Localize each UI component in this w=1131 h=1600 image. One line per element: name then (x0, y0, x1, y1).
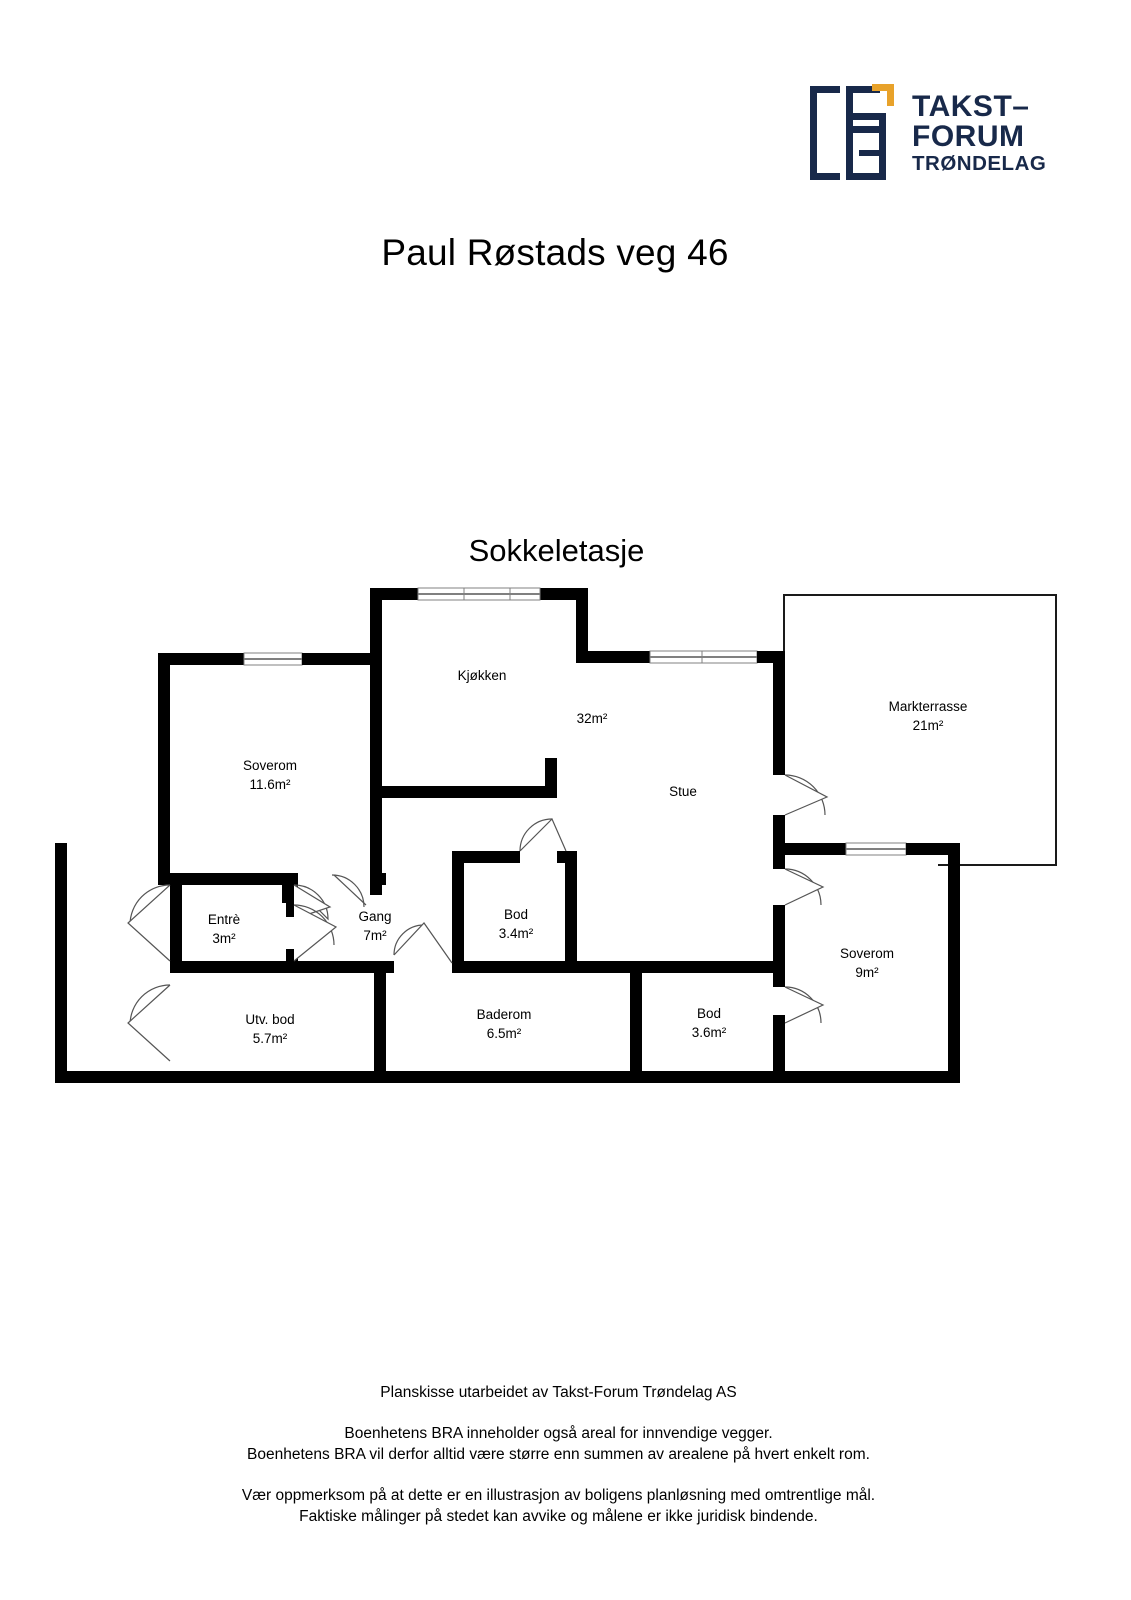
footer-notes: Planskisse utarbeidet av Takst-Forum Trø… (0, 1382, 1117, 1527)
page-title: Paul Røstads veg 46 (381, 232, 729, 273)
room-area-gang: 7m² (363, 928, 387, 943)
room-area-entre: 3m² (212, 931, 236, 946)
room-area-bod-1: 3.4m² (499, 926, 534, 941)
window-kjokken-north (417, 587, 541, 601)
floor-plan-svg: Kjøkken 32m² Soverom 11.6m² Stue Markter… (55, 587, 1057, 1083)
room-label-baderom: Baderom (477, 1007, 532, 1022)
footer-line-1: Planskisse utarbeidet av Takst-Forum Trø… (380, 1384, 737, 1401)
footer-line-2: Boenhetens BRA inneholder også areal for… (344, 1425, 773, 1442)
window-soverom9-north (845, 842, 907, 856)
logo-line-3: TRØNDELAG (912, 151, 1047, 175)
room-label-utv-bod: Utv. bod (245, 1012, 294, 1027)
room-area-soverom-2: 9m² (855, 965, 879, 980)
room-area-soverom-1: 11.6m² (249, 777, 291, 792)
room-label-bod-1: Bod (504, 907, 528, 922)
room-label-stue: Stue (669, 784, 697, 799)
footer-spacer-1 (0, 1403, 1117, 1423)
floor-plan: Kjøkken 32m² Soverom 11.6m² Stue Markter… (0, 575, 1131, 1115)
logo-line-1: TAKST– (912, 89, 1030, 123)
room-label-entre: Entrè (208, 912, 240, 927)
window-stue-north (649, 650, 758, 664)
room-label-bod-2: Bod (697, 1006, 721, 1021)
room-area-kjokken-stue: 32m² (577, 711, 608, 726)
room-area-utv-bod: 5.7m² (253, 1031, 288, 1046)
room-label-soverom-2: Soverom (840, 946, 894, 961)
room-area-bod-2: 3.6m² (692, 1025, 727, 1040)
footer-spacer-2 (0, 1465, 1117, 1485)
logo-wordmark: TAKST– FORUM TRØNDELAG (912, 89, 1047, 175)
room-area-markterrasse: 21m² (913, 718, 944, 733)
room-labels-group: Kjøkken 32m² Soverom 11.6m² Stue Markter… (208, 668, 968, 1046)
walls-group (55, 587, 1057, 1083)
footer-line-5: Faktiske målinger på stedet kan avvike o… (299, 1508, 818, 1525)
window-soverom-north (243, 652, 303, 666)
room-area-baderom: 6.5m² (487, 1026, 522, 1041)
logo-mark-icon (810, 84, 894, 180)
room-label-gang: Gang (358, 909, 391, 924)
room-label-markterrasse: Markterrasse (889, 699, 968, 714)
room-label-soverom-1: Soverom (243, 758, 297, 773)
footer-line-3: Boenhetens BRA vil derfor alltid være st… (247, 1446, 870, 1463)
doors-group (127, 774, 829, 1062)
markterrasse-outline (783, 594, 1057, 866)
room-label-kjokken: Kjøkken (458, 668, 507, 683)
footer-line-4: Vær oppmerksom på at dette er en illustr… (241, 1487, 876, 1504)
takst-forum-logo: TAKST– FORUM TRØNDELAG (806, 78, 1046, 188)
logo-line-2: FORUM (912, 119, 1025, 153)
floor-title: Sokkeletasje (468, 533, 645, 568)
